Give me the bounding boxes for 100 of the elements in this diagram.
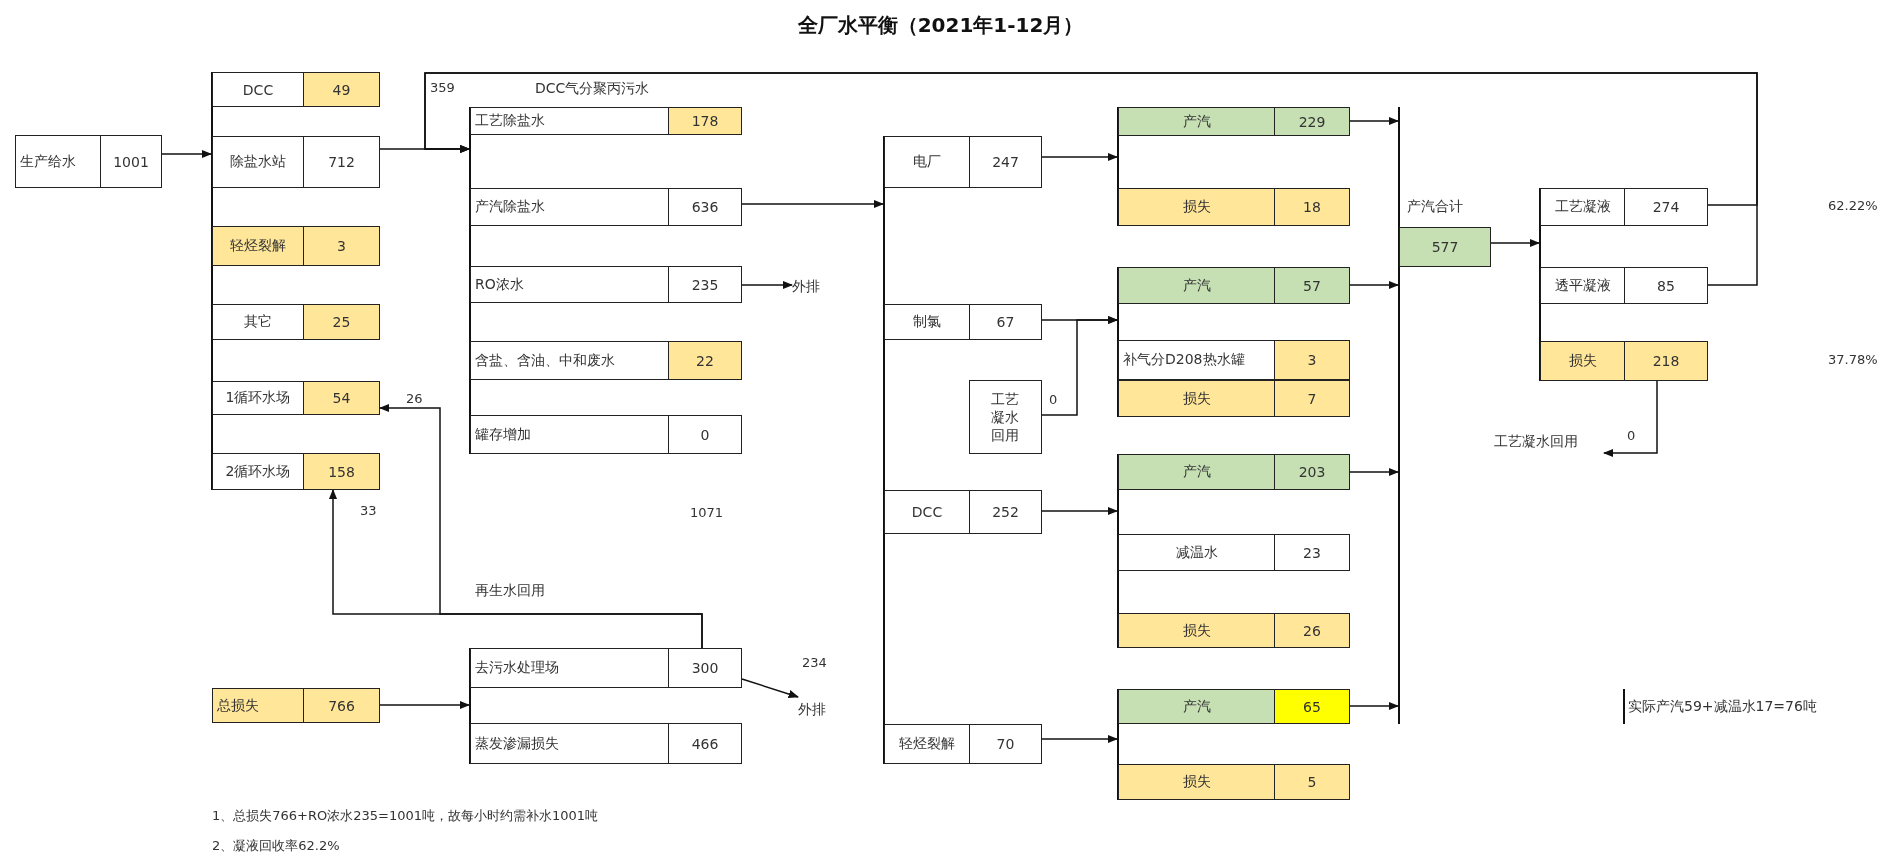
flow-box [1540,341,1708,381]
flow-box [470,107,742,135]
flow-box [1118,689,1350,724]
flow-box [1118,267,1350,304]
item-name: 轻烃裂解 [213,227,304,265]
item-name: 损失 [1119,614,1275,647]
flow-box [1118,340,1350,380]
flow-box [212,304,380,340]
flow-arrow [379,700,471,710]
flow-box [969,380,1042,454]
flow-box [1118,454,1350,490]
value-cell: 229 [1275,108,1349,135]
flow-arrow [1602,380,1658,458]
flow-box [470,341,742,380]
flow-arrow [378,403,703,649]
flow-box [212,688,380,723]
bus-line [1398,107,1400,724]
flow-text: 外排 [792,274,820,298]
value-cell: 218 [1625,342,1707,380]
value-cell: 26 [1275,614,1349,647]
flow-box [212,226,380,266]
flow-arrow [1349,280,1400,290]
item-name: 损失 [1119,765,1275,799]
bus-line [211,72,213,490]
flow-box [212,72,380,107]
value-cell: 5 [1275,765,1349,799]
flow-arrow [1041,734,1119,744]
item-name: 损失 [1119,381,1275,416]
flow-box [470,648,742,688]
item-name: 产汽 [1119,455,1275,489]
value-cell: 25 [304,305,379,339]
item-name: 工艺凝水回用 [990,389,1021,445]
flow-text: 工艺凝水回用 [1494,429,1578,453]
flow-box [470,188,742,226]
flow-box [470,723,742,764]
bus-line [1117,267,1119,417]
value-cell: 3 [304,227,379,265]
bus-line [469,648,471,764]
value-cell: 54 [304,382,379,414]
value-cell: 766 [304,689,379,722]
flow-arrow [1490,238,1541,248]
item-name: 损失 [1541,342,1625,380]
flow-box [15,135,162,188]
side-note: 实际产汽59+减温水17=76吨 [1623,689,1817,724]
bus-line [1539,188,1541,381]
item-name: 产汽 [1119,690,1275,723]
flow-arrow [161,149,213,159]
flow-box [1118,534,1350,571]
value-cell: 203 [1275,455,1349,489]
flow-arrow [424,72,1758,286]
bus-line [883,136,885,764]
flow-box [884,304,1042,340]
flow-box [884,724,1042,764]
flow-box [1118,107,1350,136]
item-name: 产汽 [1119,268,1275,303]
value-cell: 7 [1275,381,1349,416]
value-cell: 178 [669,108,741,134]
flow-box [1540,188,1708,226]
value-cell: 65 [1275,690,1349,723]
bus-line [469,107,471,454]
bus-line [1117,689,1119,800]
box-heading: 产汽合计 [1407,198,1463,216]
flow-note: DCC气分聚丙污水 [535,80,650,97]
flow-box [470,266,742,303]
flow-arrow [1041,315,1119,416]
footnote: 2、凝液回收率62.2% [212,838,340,854]
flow-arrow [741,199,885,209]
value-cell: 22 [669,342,741,379]
percentage-label: 37.78% [1828,352,1878,368]
percentage-label: 62.22% [1828,198,1878,214]
value-cell: 18 [1275,189,1349,225]
flow-arrow [1041,152,1119,162]
item-name: 总损失 [213,689,304,722]
flow-box [1540,267,1708,304]
flow-text: 外排 [798,697,826,721]
flow-arrow [1041,506,1119,516]
value-cell: 49 [304,73,379,106]
flow-arrow [1349,701,1400,711]
flow-box [884,490,1042,534]
flow-box [470,415,742,454]
flow-box [212,381,380,415]
flow-box [1118,188,1350,226]
flow-note: 再生水回用 [475,582,545,599]
flow-box [1118,613,1350,648]
flow-arrow [1349,467,1400,477]
flow-arrow [741,280,794,290]
bus-line [1117,107,1119,226]
flow-arrow [1349,116,1400,126]
diagram-title: 全厂水平衡（2021年1-12月） [797,13,1084,37]
flow-box [1118,380,1350,417]
value-cell: 57 [1275,268,1349,303]
flow-box [1118,764,1350,800]
total-box: 577 [1399,227,1491,267]
flow-arrow [741,678,799,699]
flow-box [212,136,380,188]
flow-box [884,136,1042,188]
total-label: 1071 [690,505,724,521]
value-cell: 3 [1275,341,1349,379]
item-name: 产汽 [1119,108,1275,135]
bus-line [1117,454,1119,648]
